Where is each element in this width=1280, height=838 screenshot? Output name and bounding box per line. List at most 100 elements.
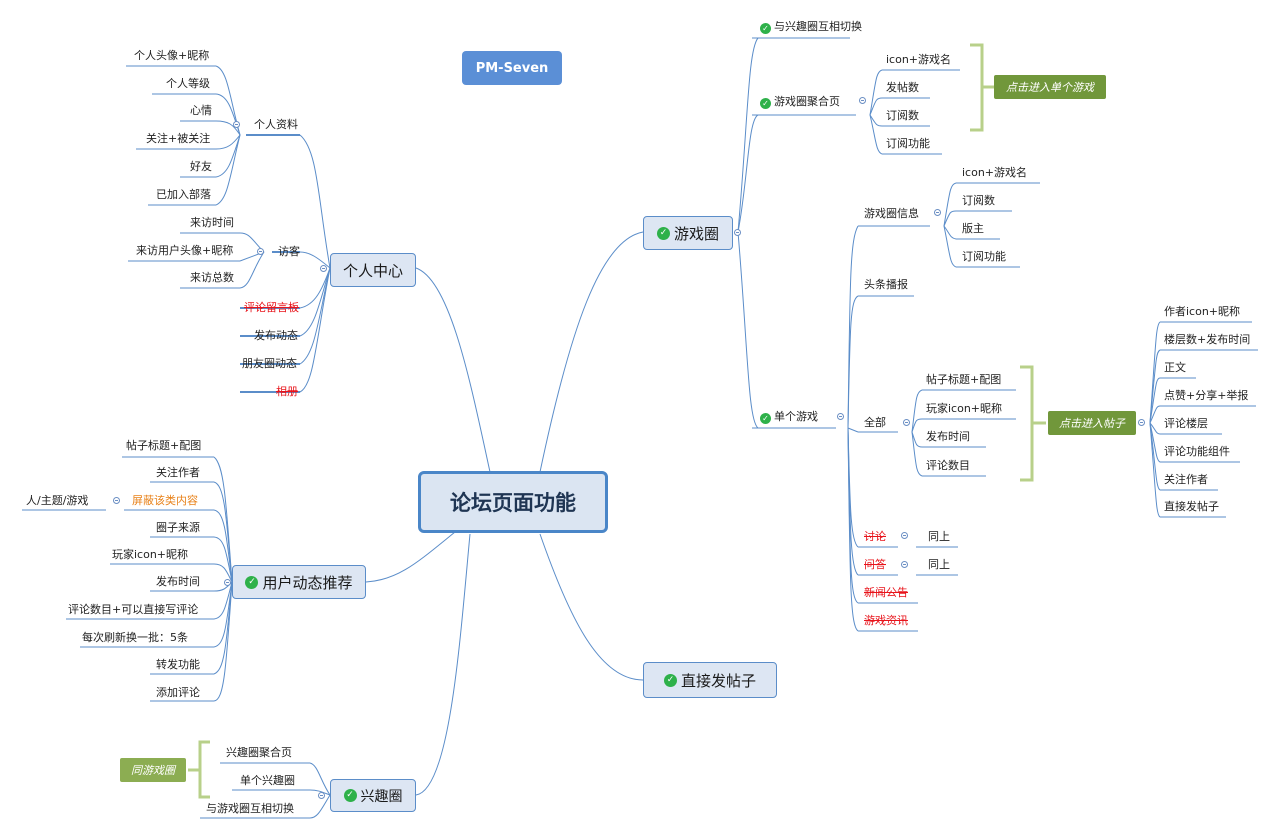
post-item[interactable]: 关注作者 xyxy=(1164,473,1208,486)
recommend-item[interactable]: 帖子标题+配图 xyxy=(126,439,202,452)
personal-item-comment-board[interactable]: 评论留言板 xyxy=(244,301,299,314)
personal-item-moments[interactable]: 朋友圈动态 xyxy=(242,357,297,370)
recommend-node[interactable]: ✓用户动态推荐 xyxy=(232,565,366,599)
collapse-all[interactable] xyxy=(903,419,910,426)
info-item[interactable]: 版主 xyxy=(962,222,984,235)
collapse-aggregate[interactable] xyxy=(859,97,866,104)
post-item[interactable]: 直接发帖子 xyxy=(1164,500,1219,513)
link-center-recommend xyxy=(365,527,461,583)
profile-item[interactable]: 个人等级 xyxy=(166,77,210,90)
all-item[interactable]: 发布时间 xyxy=(926,430,970,443)
collapse-post[interactable] xyxy=(1138,419,1145,426)
game-info-news-node[interactable]: 游戏资讯 xyxy=(864,614,908,627)
direct-post-node[interactable]: ✓直接发帖子 xyxy=(643,662,777,698)
info-item[interactable]: 订阅功能 xyxy=(962,250,1006,263)
post-item[interactable]: 楼层数+发布时间 xyxy=(1164,333,1251,346)
post-item[interactable]: 正文 xyxy=(1164,361,1186,374)
check-icon: ✓ xyxy=(663,673,677,687)
recommend-item[interactable]: 每次刷新换一批：5条 xyxy=(82,631,188,644)
collapse-visitors[interactable] xyxy=(257,248,264,255)
bracket-aggregate xyxy=(970,43,994,132)
post-item[interactable]: 评论楼层 xyxy=(1164,417,1208,430)
collapse-discuss[interactable] xyxy=(901,532,908,539)
collapse-profile[interactable] xyxy=(233,121,240,128)
aggregate-item[interactable]: 发帖数 xyxy=(886,81,919,94)
recommend-item[interactable]: 发布时间 xyxy=(156,575,200,588)
recommend-item[interactable]: 转发功能 xyxy=(156,658,200,671)
news-node[interactable]: 新闻公告 xyxy=(864,586,908,599)
collapse-single[interactable] xyxy=(837,413,844,420)
visitor-item[interactable]: 来访用户头像+昵称 xyxy=(136,244,234,257)
visitors-node[interactable]: 访客 xyxy=(278,245,300,258)
pm-label: PM-Seven xyxy=(462,51,562,85)
profile-node[interactable]: 个人资料 xyxy=(254,118,298,131)
info-item[interactable]: icon+游戏名 xyxy=(962,166,1028,179)
all-item[interactable]: 帖子标题+配图 xyxy=(926,373,1002,386)
link-center-personal xyxy=(415,267,491,473)
link-center-game xyxy=(539,231,644,473)
check-icon: ✓ xyxy=(343,789,357,802)
visitor-item[interactable]: 来访时间 xyxy=(190,216,234,229)
qa-node[interactable]: 问答 xyxy=(864,558,886,571)
profile-item[interactable]: 关注+被关注 xyxy=(146,132,211,145)
game-aggregate[interactable]: ✓游戏圈聚合页 xyxy=(760,95,840,109)
visitor-item[interactable]: 来访总数 xyxy=(190,271,234,284)
post-item[interactable]: 点赞+分享+举报 xyxy=(1164,389,1249,402)
profile-item[interactable]: 心情 xyxy=(190,104,212,117)
interest-item[interactable]: 与游戏圈互相切换 xyxy=(206,802,294,815)
aggregate-tag: 点击进入单个游戏 xyxy=(994,75,1106,99)
collapse-shield[interactable] xyxy=(113,497,120,504)
aggregate-item[interactable]: icon+游戏名 xyxy=(886,53,952,66)
recommend-item[interactable]: 圈子来源 xyxy=(156,521,200,534)
recommend-item[interactable]: 玩家icon+昵称 xyxy=(112,548,189,561)
check-icon: ✓ xyxy=(245,575,259,589)
collapse-interest[interactable] xyxy=(318,792,325,799)
post-tag: 点击进入帖子 xyxy=(1048,411,1136,435)
personal-item-post-status[interactable]: 发布动态 xyxy=(254,329,298,342)
link-center-interest xyxy=(415,533,471,796)
check-icon: ✓ xyxy=(760,413,771,424)
link-center-direct xyxy=(539,533,644,681)
recommend-item[interactable]: 关注作者 xyxy=(156,466,200,479)
collapse-game[interactable] xyxy=(734,229,741,236)
collapse-qa[interactable] xyxy=(901,561,908,568)
profile-item[interactable]: 个人头像+昵称 xyxy=(134,49,210,62)
personal-item-album[interactable]: 相册 xyxy=(276,385,298,398)
discuss-same[interactable]: 同上 xyxy=(928,530,950,543)
post-item[interactable]: 作者icon+昵称 xyxy=(1164,305,1241,318)
check-icon: ✓ xyxy=(760,23,771,34)
collapse-info[interactable] xyxy=(934,209,941,216)
all-item[interactable]: 评论数目 xyxy=(926,459,970,472)
profile-item[interactable]: 好友 xyxy=(190,160,212,173)
interest-item[interactable]: 兴趣圈聚合页 xyxy=(226,746,292,759)
all-item[interactable]: 玩家icon+昵称 xyxy=(926,402,1003,415)
qa-same[interactable]: 同上 xyxy=(928,558,950,571)
interest-node[interactable]: ✓兴趣圈 xyxy=(330,779,416,812)
all-node[interactable]: 全部 xyxy=(864,416,886,429)
single-game[interactable]: ✓单个游戏 xyxy=(760,410,818,424)
post-item[interactable]: 评论功能组件 xyxy=(1164,445,1230,458)
center-topic[interactable]: 论坛页面功能 xyxy=(418,471,608,533)
bracket-all xyxy=(1020,365,1046,482)
aggregate-item[interactable]: 订阅数 xyxy=(886,109,919,122)
interest-item[interactable]: 单个兴趣圈 xyxy=(240,774,295,787)
game-circle-node[interactable]: ✓游戏圈 xyxy=(643,216,733,250)
recommend-item-shield[interactable]: 屏蔽该类内容 xyxy=(132,494,198,507)
headline[interactable]: 头条播报 xyxy=(864,278,908,291)
interest-tag: 同游戏圈 xyxy=(120,758,186,782)
game-switch[interactable]: ✓与兴趣圈互相切换 xyxy=(760,20,862,34)
profile-item[interactable]: 已加入部落 xyxy=(156,188,211,201)
check-icon: ✓ xyxy=(760,98,771,109)
game-info[interactable]: 游戏圈信息 xyxy=(864,207,919,220)
collapse-personal[interactable] xyxy=(320,265,327,272)
recommend-item[interactable]: 添加评论 xyxy=(156,686,200,699)
discuss-node[interactable]: 讨论 xyxy=(864,530,886,543)
personal-center-node[interactable]: 个人中心 xyxy=(330,253,416,287)
shield-child[interactable]: 人/主题/游戏 xyxy=(26,494,89,507)
aggregate-item[interactable]: 订阅功能 xyxy=(886,137,930,150)
info-item[interactable]: 订阅数 xyxy=(962,194,995,207)
check-icon: ✓ xyxy=(656,226,670,240)
recommend-item[interactable]: 评论数目+可以直接写评论 xyxy=(68,603,199,616)
collapse-recommend[interactable] xyxy=(224,579,231,586)
bracket-interest xyxy=(188,740,210,799)
